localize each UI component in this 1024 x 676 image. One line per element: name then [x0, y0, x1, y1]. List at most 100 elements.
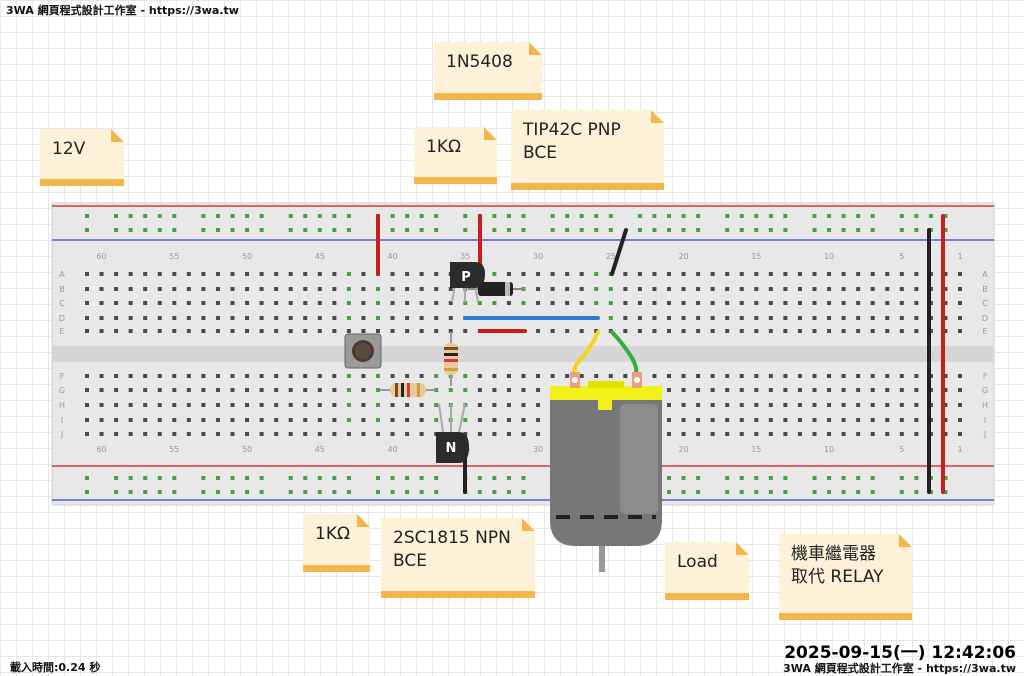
board-hole	[783, 418, 788, 422]
board-hole	[608, 374, 613, 378]
rail-hole	[870, 490, 875, 494]
board-hole	[215, 403, 220, 407]
board-hole	[696, 301, 701, 305]
board-hole	[710, 374, 715, 378]
board-hole	[739, 272, 744, 276]
rail-hole	[157, 476, 162, 480]
board-hole	[128, 388, 133, 392]
board-hole	[172, 418, 177, 422]
board-hole	[725, 418, 730, 422]
board-hole	[506, 301, 511, 305]
board-hole	[768, 287, 773, 291]
board-hole	[652, 374, 657, 378]
rail-hole	[739, 490, 744, 494]
board-hole	[536, 418, 541, 422]
board-hole	[914, 374, 919, 378]
board-hole	[943, 418, 948, 422]
board-hole	[827, 272, 832, 276]
dc-motor	[550, 372, 662, 572]
board-hole	[943, 301, 948, 305]
header-title: 3WA 網頁程式設計工作室 - https://3wa.tw	[6, 4, 239, 17]
board-hole	[608, 287, 613, 291]
board-hole	[230, 301, 235, 305]
board-hole	[841, 403, 846, 407]
board-hole	[346, 287, 351, 291]
rail-hole	[288, 214, 293, 218]
board-hole	[899, 374, 904, 378]
board-hole	[870, 403, 875, 407]
rail-hole	[565, 214, 570, 218]
board-hole	[172, 316, 177, 320]
board-hole	[85, 403, 89, 407]
rail-hole	[594, 228, 599, 232]
rail-hole	[317, 476, 322, 480]
board-hole	[958, 301, 962, 305]
board-hole	[739, 374, 744, 378]
rail-hole	[215, 228, 220, 232]
board-hole	[754, 272, 759, 276]
rail-hole	[725, 476, 730, 480]
board-hole	[99, 301, 104, 305]
rail-hole	[128, 214, 133, 218]
board-hole	[943, 329, 948, 333]
row-letter: D	[59, 314, 65, 323]
board-hole	[215, 374, 220, 378]
rail-hole	[288, 490, 293, 494]
row-letter: B	[982, 285, 988, 294]
board-hole	[376, 418, 380, 422]
board-hole	[114, 301, 119, 305]
board-hole	[332, 316, 337, 320]
rail-hole	[201, 214, 206, 218]
board-hole	[521, 418, 526, 422]
board-hole	[317, 403, 322, 407]
board-hole	[376, 316, 380, 320]
column-number: 15	[751, 445, 761, 454]
board-hole	[346, 301, 351, 305]
rail-hole	[841, 228, 846, 232]
board-hole	[463, 388, 468, 392]
board-hole	[579, 374, 584, 378]
board-hole	[85, 432, 89, 436]
note-resistor-bottom-text: 1KΩ	[315, 524, 350, 544]
board-hole	[536, 301, 541, 305]
board-hole	[201, 287, 206, 291]
note-load: Load	[665, 542, 749, 600]
board-hole	[186, 403, 191, 407]
rail-hole	[754, 476, 759, 480]
board-hole	[157, 316, 162, 320]
rail-hole	[245, 214, 250, 218]
column-number: 35	[460, 252, 470, 261]
board-hole	[405, 316, 410, 320]
board-hole	[405, 301, 410, 305]
board-hole	[172, 374, 177, 378]
board-hole	[114, 432, 119, 436]
board-hole	[99, 403, 104, 407]
board-hole	[521, 388, 526, 392]
board-hole	[99, 272, 104, 276]
rail-hole	[827, 476, 832, 480]
board-hole	[332, 403, 337, 407]
board-hole	[143, 418, 148, 422]
board-hole	[114, 316, 119, 320]
rail-hole	[157, 214, 162, 218]
board-hole	[914, 418, 919, 422]
board-hole	[797, 388, 802, 392]
board-hole	[797, 329, 802, 333]
rail-hole	[783, 476, 788, 480]
board-hole	[390, 403, 395, 407]
board-hole	[230, 432, 235, 436]
board-hole	[943, 316, 948, 320]
board-hole	[506, 403, 511, 407]
board-hole	[812, 388, 817, 392]
npn-marker: N	[446, 441, 457, 456]
board-hole	[390, 301, 395, 305]
board-hole	[725, 374, 730, 378]
board-hole	[506, 272, 511, 276]
rail-hole	[739, 214, 744, 218]
board-hole	[667, 403, 671, 407]
rail-hole	[405, 476, 410, 480]
rail-hole	[419, 214, 424, 218]
board-hole	[361, 316, 366, 320]
board-hole	[245, 432, 250, 436]
